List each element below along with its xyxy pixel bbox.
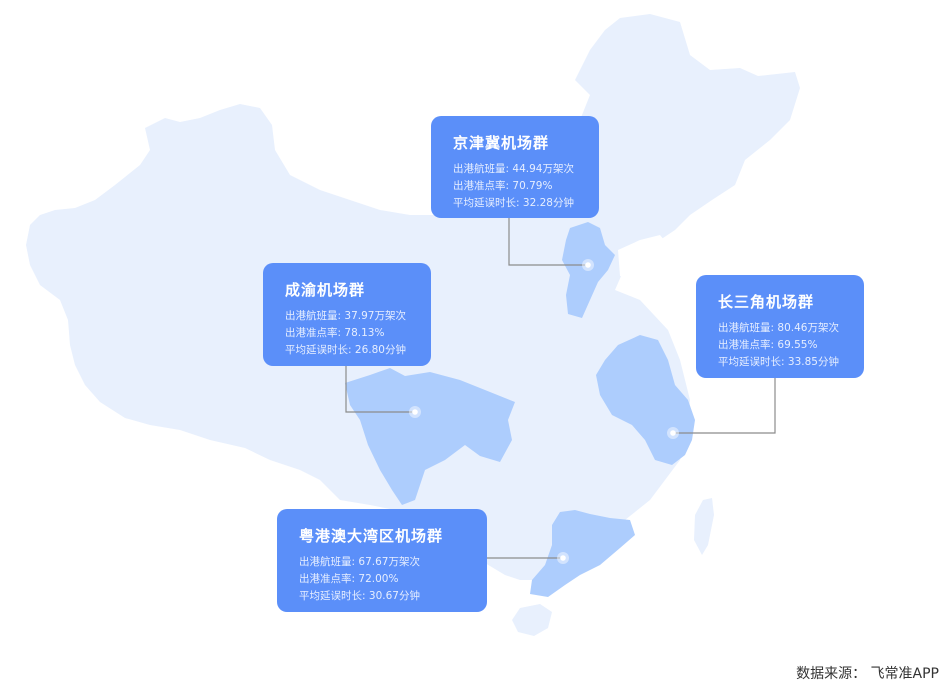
connector-jingjinji — [508, 218, 588, 266]
ontime-value: 70.79% — [512, 180, 553, 192]
cluster-title: 京津冀机场群 — [453, 134, 550, 152]
region-jingjinji — [562, 222, 615, 318]
cluster-card-yangtze-delta: 长三角机场群 出港航班量: 80.46万架次 出港准点率: 69.55% 平均延… — [696, 275, 864, 378]
delay-value: 32.28分钟 — [522, 197, 574, 209]
ontime-row: 出港准点率: 69.55% — [718, 339, 818, 351]
cluster-title: 成渝机场群 — [285, 281, 366, 299]
hainan-island-shape — [512, 604, 552, 636]
ontime-row: 出港准点率: 70.79% — [453, 180, 553, 192]
cluster-card-greater-bay: 粤港澳大湾区机场群 出港航班量: 67.67万架次 出港准点率: 72.00% … — [277, 509, 487, 612]
departures-value: 44.94万架次 — [512, 163, 574, 175]
marker-yangtze-delta — [667, 427, 679, 439]
region-chengyu — [345, 368, 515, 505]
delay-value: 33.85分钟 — [787, 356, 839, 368]
connector-chengyu — [345, 366, 415, 413]
marker-chengyu — [409, 406, 421, 418]
cluster-card-jingjinji: 京津冀机场群 出港航班量: 44.94万架次 出港准点率: 70.79% 平均延… — [431, 116, 599, 218]
delay-row: 平均延误时长: 26.80分钟 — [285, 344, 406, 356]
marker-greater-bay — [557, 552, 569, 564]
ontime-value: 72.00% — [358, 573, 399, 585]
delay-value: 30.67分钟 — [368, 590, 420, 602]
departures-value: 37.97万架次 — [344, 310, 406, 322]
ontime-value: 78.13% — [344, 327, 385, 339]
cluster-title: 长三角机场群 — [718, 293, 815, 311]
departures-value: 80.46万架次 — [777, 322, 839, 334]
departures-value: 67.67万架次 — [358, 556, 420, 568]
marker-jingjinji — [582, 259, 594, 271]
departures-row: 出港航班量: 80.46万架次 — [718, 322, 839, 334]
taiwan-island-shape — [694, 498, 714, 555]
delay-row: 平均延误时长: 30.67分钟 — [299, 590, 420, 602]
bohai-sea-shape — [618, 235, 668, 280]
departures-row: 出港航班量: 37.97万架次 — [285, 310, 406, 322]
departures-row: 出港航班量: 67.67万架次 — [299, 556, 420, 568]
ontime-row: 出港准点率: 72.00% — [299, 573, 399, 585]
ontime-row: 出港准点率: 78.13% — [285, 327, 385, 339]
region-greater-bay — [530, 510, 635, 597]
delay-row: 平均延误时长: 32.28分钟 — [453, 197, 574, 209]
departures-row: 出港航班量: 44.94万架次 — [453, 163, 574, 175]
data-source-caption: 数据来源： 飞常准APP — [796, 666, 939, 682]
delay-value: 26.80分钟 — [354, 344, 406, 356]
delay-row: 平均延误时长: 33.85分钟 — [718, 356, 839, 368]
cluster-title: 粤港澳大湾区机场群 — [299, 527, 444, 545]
connector-yangtze-delta — [673, 377, 776, 434]
cluster-card-chengyu: 成渝机场群 出港航班量: 37.97万架次 出港准点率: 78.13% 平均延误… — [263, 263, 431, 366]
ontime-value: 69.55% — [777, 339, 818, 351]
